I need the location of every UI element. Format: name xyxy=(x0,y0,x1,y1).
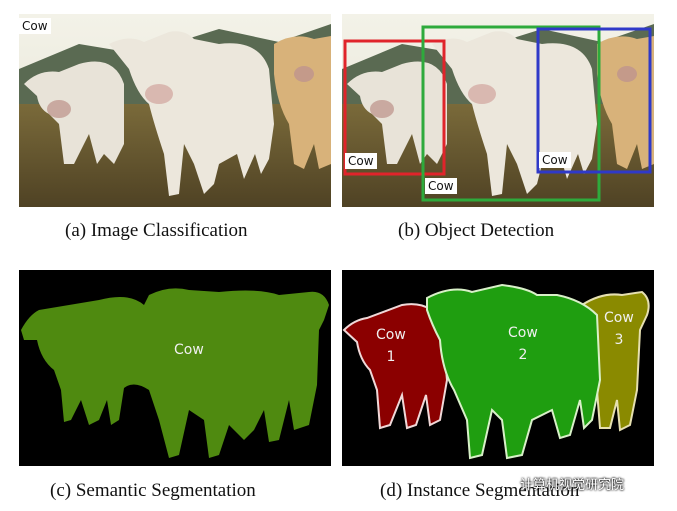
instance-label-3: Cow 3 xyxy=(604,310,634,348)
bbox-label-green: Cow xyxy=(425,178,457,194)
semantic-label: Cow xyxy=(174,342,204,358)
instance-mask-2 xyxy=(426,283,602,460)
cow-photo xyxy=(19,14,331,207)
caption-d: (d) Instance Segmentation xyxy=(380,480,580,501)
instance-mask xyxy=(342,283,650,460)
caption-b: (b) Object Detection xyxy=(398,220,555,241)
panel-object-detection: Cow Cow Cow xyxy=(342,14,654,207)
bbox-label-red: Cow xyxy=(345,153,377,169)
caption-c: (c) Semantic Segmentation xyxy=(50,480,256,501)
cow-mask xyxy=(21,288,329,458)
panel-instance-segmentation: Cow 1 Cow 2 Cow 3 xyxy=(342,270,654,466)
bbox-blue xyxy=(536,27,652,174)
panel-semantic-segmentation: Cow xyxy=(19,270,331,466)
semantic-mask xyxy=(21,288,329,458)
bbox-label-blue: Cow xyxy=(539,152,571,168)
watermark: 计算机视觉研究院 xyxy=(520,478,625,493)
bbox-red xyxy=(343,39,446,176)
instance-label-1: Cow 1 xyxy=(376,327,406,365)
cow-photo xyxy=(342,14,654,207)
instance-label-2: Cow 2 xyxy=(508,325,538,363)
classification-label: Cow xyxy=(19,18,51,34)
caption-a: (a) Image Classification xyxy=(65,220,248,241)
panel-image-classification: Cow xyxy=(19,14,331,207)
bbox-green xyxy=(421,25,601,202)
